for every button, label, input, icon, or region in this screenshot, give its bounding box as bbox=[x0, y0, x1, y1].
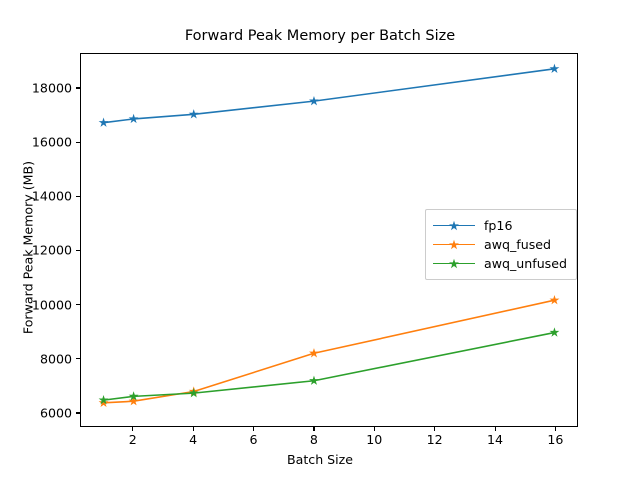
data-point-marker bbox=[128, 113, 139, 124]
legend-swatch-icon bbox=[433, 238, 475, 252]
x-tick-mark bbox=[132, 427, 134, 431]
y-tick-label: 12000 bbox=[31, 242, 72, 258]
y-tick-mark bbox=[76, 304, 80, 306]
series-awq_fused bbox=[98, 295, 560, 408]
data-point-marker bbox=[128, 391, 139, 401]
legend-label: awq_unfused bbox=[484, 256, 567, 271]
data-point-marker bbox=[309, 348, 319, 358]
data-point-marker bbox=[98, 397, 109, 408]
data-series-svg bbox=[98, 63, 560, 408]
legend-item-awq_fused[interactable]: awq_fused bbox=[433, 235, 567, 254]
legend-item-awq_unfused[interactable]: awq_unfused bbox=[433, 254, 567, 273]
legend-label: awq_fused bbox=[484, 237, 552, 252]
star-marker-icon bbox=[449, 258, 459, 268]
data-point-marker bbox=[98, 117, 109, 127]
x-tick-label: 2 bbox=[128, 432, 137, 447]
x-tick-label: 10 bbox=[366, 432, 383, 447]
y-tick-label: 16000 bbox=[31, 134, 72, 150]
x-tick-mark bbox=[253, 427, 255, 431]
legend-item-fp16[interactable]: fp16 bbox=[433, 216, 567, 235]
x-tick-label: 4 bbox=[189, 432, 198, 447]
x-tick-label: 16 bbox=[547, 432, 564, 447]
data-point-marker bbox=[309, 375, 319, 385]
x-tick-mark bbox=[373, 427, 375, 431]
y-tick-label: 18000 bbox=[31, 80, 72, 96]
series-line bbox=[102, 299, 556, 404]
data-point-marker bbox=[188, 109, 199, 119]
x-tick-mark bbox=[554, 427, 556, 431]
y-tick-mark bbox=[76, 249, 80, 252]
y-tick-mark bbox=[76, 195, 80, 197]
legend-label: fp16 bbox=[484, 218, 513, 233]
legend: fp16 awq_fused awq_unfused bbox=[425, 209, 577, 280]
series-awq_unfused bbox=[98, 327, 560, 405]
star-marker-icon bbox=[449, 220, 459, 230]
plot-area bbox=[80, 53, 578, 427]
x-tick-mark bbox=[434, 427, 436, 431]
y-tick-label: 10000 bbox=[31, 297, 72, 313]
data-point-marker bbox=[98, 394, 109, 405]
legend-swatch-icon bbox=[433, 219, 475, 233]
series-line bbox=[102, 331, 556, 401]
data-point-marker bbox=[549, 327, 560, 337]
series-line bbox=[102, 68, 556, 124]
y-tick-mark bbox=[76, 358, 80, 360]
x-tick-label: 14 bbox=[486, 432, 504, 447]
series-fp16 bbox=[98, 63, 560, 127]
y-tick-mark bbox=[76, 141, 80, 143]
x-tick-mark bbox=[192, 427, 194, 431]
x-tick-mark bbox=[313, 427, 315, 431]
data-point-marker bbox=[549, 295, 560, 305]
chart-title: Forward Peak Memory per Batch Size bbox=[184, 28, 456, 44]
y-tick-label: 8000 bbox=[39, 351, 72, 367]
star-marker-icon bbox=[449, 239, 459, 249]
x-tick-label: 8 bbox=[309, 432, 318, 447]
data-point-marker bbox=[128, 396, 139, 406]
data-point-marker bbox=[309, 95, 319, 106]
x-tick-label: 6 bbox=[249, 432, 258, 447]
y-tick-mark bbox=[76, 87, 80, 89]
x-tick-label: 12 bbox=[426, 432, 443, 447]
y-tick-mark bbox=[76, 412, 80, 414]
legend-swatch-icon bbox=[433, 257, 475, 271]
data-point-marker bbox=[549, 63, 560, 73]
x-axis-label: Batch Size bbox=[286, 452, 354, 467]
y-tick-label: 14000 bbox=[31, 188, 72, 204]
data-point-marker bbox=[188, 387, 199, 398]
y-tick-label: 6000 bbox=[39, 405, 72, 421]
x-tick-mark bbox=[494, 427, 496, 431]
